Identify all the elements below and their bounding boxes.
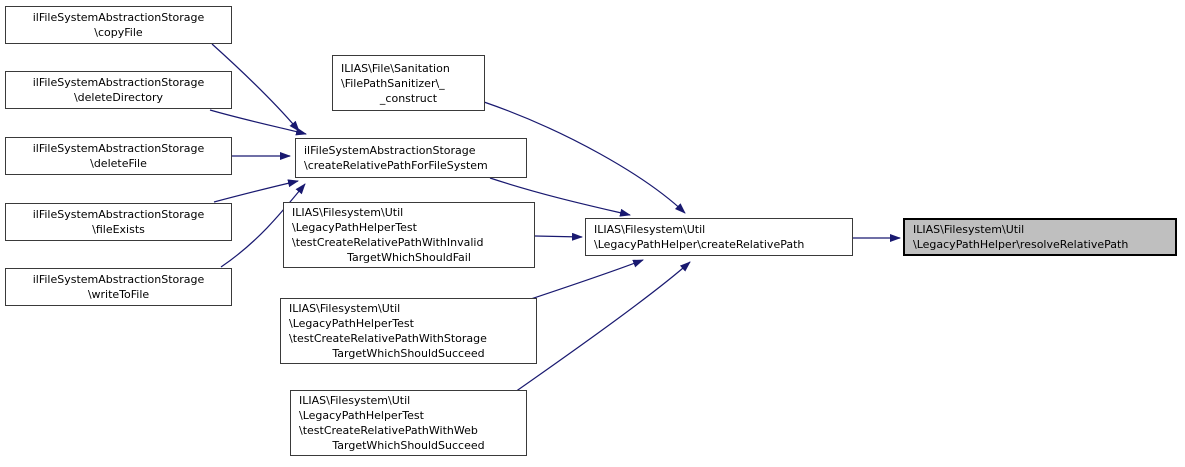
node-label-line: \writeToFile <box>87 288 150 301</box>
node-label-line: \testCreateRelativePathWithWeb <box>299 424 478 437</box>
node-label-line: _construct <box>379 91 438 105</box>
node-label-line: ILIAS\File\Sanitation <box>341 61 450 75</box>
node-label-line: \LegacyPathHelperTest <box>299 409 424 422</box>
edge-createRelativePathForFileSystem-createRelativePath <box>489 177 631 217</box>
node-label-line: \testCreateRelativePathWithStorage <box>289 332 487 345</box>
node-createRelativePathForFileSystem[interactable]: ilFileSystemAbstractionStorage \createRel… <box>295 138 527 178</box>
node-label-line: ILIAS\Filesystem\Util <box>594 223 706 236</box>
node-label-line: \LegacyPathHelperTest <box>292 221 417 234</box>
node-label-line: \createRelativePathForFileSystem <box>304 159 488 172</box>
node-label-line: ilFileSystemAbstractionStorage <box>32 11 205 24</box>
node-label-line: \LegacyPathHelper\createRelativePath <box>594 238 805 251</box>
node-label-line: ILIAS\Filesystem\Util <box>292 206 404 219</box>
edge-writeToFile-createRelativePathForFileSystem <box>220 183 306 268</box>
node-writeToFile[interactable]: ilFileSystemAbstractionStorage \writeToFi… <box>5 268 232 306</box>
node-label-line: TargetWhichShouldFail <box>347 251 471 264</box>
node-label-line: ilFileSystemAbstractionStorage <box>32 142 205 155</box>
node-label-line: \FilePathSanitizer\_ <box>341 76 445 90</box>
node-label-line: ILIAS\Filesystem\Util <box>299 394 411 407</box>
node-deleteDirectory[interactable]: ilFileSystemAbstractionStorage \deleteDir… <box>5 71 232 109</box>
edge-fileExists-createRelativePathForFileSystem <box>213 179 299 203</box>
node-label-line: ilFileSystemAbstractionStorage <box>32 76 205 89</box>
node-label-line: \fileExists <box>92 223 145 236</box>
node-deleteFile[interactable]: ilFileSystemAbstractionStorage \deleteFil… <box>5 137 232 175</box>
node-label-line: \LegacyPathHelper\resolveRelativePath <box>913 238 1129 251</box>
edge-testInvalid-createRelativePath <box>534 232 583 241</box>
edge-deleteDirectory-createRelativePathForFileSystem <box>209 109 307 136</box>
node-label-line: ilFileSystemAbstractionStorage <box>32 208 205 221</box>
node-label-line: ILIAS\Filesystem\Util <box>289 302 401 315</box>
node-label-line: \copyFile <box>94 26 143 39</box>
node-resolveRelativePath: ILIAS\Filesystem\Util \LegacyPathHelper\r… <box>903 218 1177 256</box>
node-copyFile[interactable]: ilFileSystemAbstractionStorage \copyFile <box>5 6 232 44</box>
node-label-line: TargetWhichShouldSucceed <box>332 439 485 452</box>
node-label-line: \deleteFile <box>90 157 147 170</box>
node-testStorage[interactable]: ILIAS\Filesystem\Util \LegacyPathHelperTe… <box>280 298 537 364</box>
node-sanitizerConstruct[interactable]: ILIAS\File\Sanitation\FilePathSanitizer\… <box>332 55 485 111</box>
edge-testStorage-createRelativePath <box>527 259 644 301</box>
node-label-line: \testCreateRelativePathWithInvalid <box>292 236 484 249</box>
node-label-line: ilFileSystemAbstractionStorage <box>304 144 476 157</box>
node-label-line: \deleteDirectory <box>73 91 164 104</box>
node-label-line: \LegacyPathHelperTest <box>289 317 414 330</box>
edge-testWeb-createRelativePath <box>514 261 691 393</box>
node-label-line: TargetWhichShouldSucceed <box>332 347 485 360</box>
edge-copyFile-createRelativePathForFileSystem <box>211 43 300 132</box>
node-fileExists[interactable]: ilFileSystemAbstractionStorage \fileExist… <box>5 203 232 241</box>
node-createRelativePath[interactable]: ILIAS\Filesystem\Util \LegacyPathHelper\c… <box>585 218 853 256</box>
node-label-line: ILIAS\Filesystem\Util <box>913 223 1025 236</box>
node-label-line: ilFileSystemAbstractionStorage <box>32 273 205 286</box>
edge-sanitizerConstruct-createRelativePath <box>483 101 686 214</box>
node-testWeb[interactable]: ILIAS\Filesystem\Util \LegacyPathHelperTe… <box>290 390 527 456</box>
node-testInvalid[interactable]: ILIAS\Filesystem\Util \LegacyPathHelperTe… <box>283 202 535 268</box>
